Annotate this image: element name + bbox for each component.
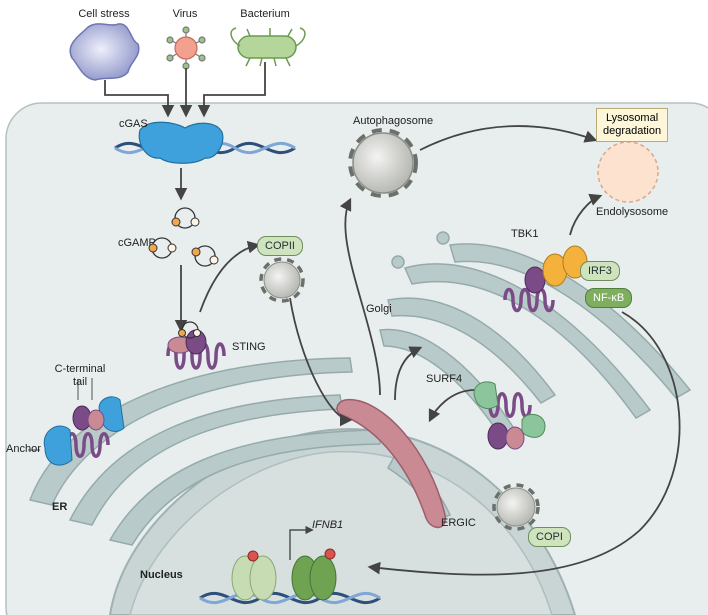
transcription-factors	[231, 525, 337, 601]
cell-stress-label: Cell stress	[78, 8, 130, 20]
copii-vesicle	[259, 257, 305, 303]
copii-badge: COPII	[257, 236, 303, 256]
surf4-sting-complex	[473, 381, 546, 450]
surf4-label: SURF4	[426, 373, 463, 385]
copi-badge: COPI	[528, 527, 571, 547]
ergic-label: ERGIC	[441, 517, 476, 529]
autophagosome	[348, 128, 418, 198]
cgas-enzyme	[138, 121, 224, 164]
autophagosome-label: Autophagosome	[353, 115, 434, 127]
virus-icon	[166, 26, 206, 70]
cell-stress-icon	[69, 23, 140, 81]
sting-protein	[166, 321, 226, 370]
nuclear-dna	[199, 591, 381, 605]
tbk1-label: TBK1	[511, 228, 539, 240]
anchor-label: Anchor	[6, 443, 41, 455]
nucleus-label: Nucleus	[140, 569, 183, 581]
cgamp-label: cGAMP	[118, 237, 156, 249]
signal-arrows	[174, 125, 681, 576]
sting-label: STING	[232, 341, 266, 353]
c-terminal-tail-label: C-terminal tail	[54, 363, 106, 388]
endoplasmic-reticulum	[28, 357, 452, 546]
copi-vesicle	[492, 483, 540, 531]
bacterium-label: Bacterium	[240, 8, 290, 20]
ifnb1-label: IFNB1	[312, 519, 344, 531]
er-label: ER	[52, 501, 68, 513]
bacterium-icon	[230, 27, 306, 67]
irf3-badge: IRF3	[580, 261, 620, 281]
nfkb-badge: NF-κB	[585, 288, 633, 308]
endolysosome-label: Endolysosome	[596, 206, 669, 218]
virus-label: Virus	[172, 8, 198, 20]
pathogen-arrows	[104, 62, 266, 118]
sting-anchor-complex	[28, 378, 125, 466]
golgi-label: Golgi	[366, 303, 392, 315]
cgas-label: cGAS	[119, 118, 148, 130]
endolysosome	[597, 141, 659, 203]
cgamp-molecules	[148, 207, 219, 267]
lysosomal-degradation-box: Lysosomal degradation	[596, 108, 669, 142]
